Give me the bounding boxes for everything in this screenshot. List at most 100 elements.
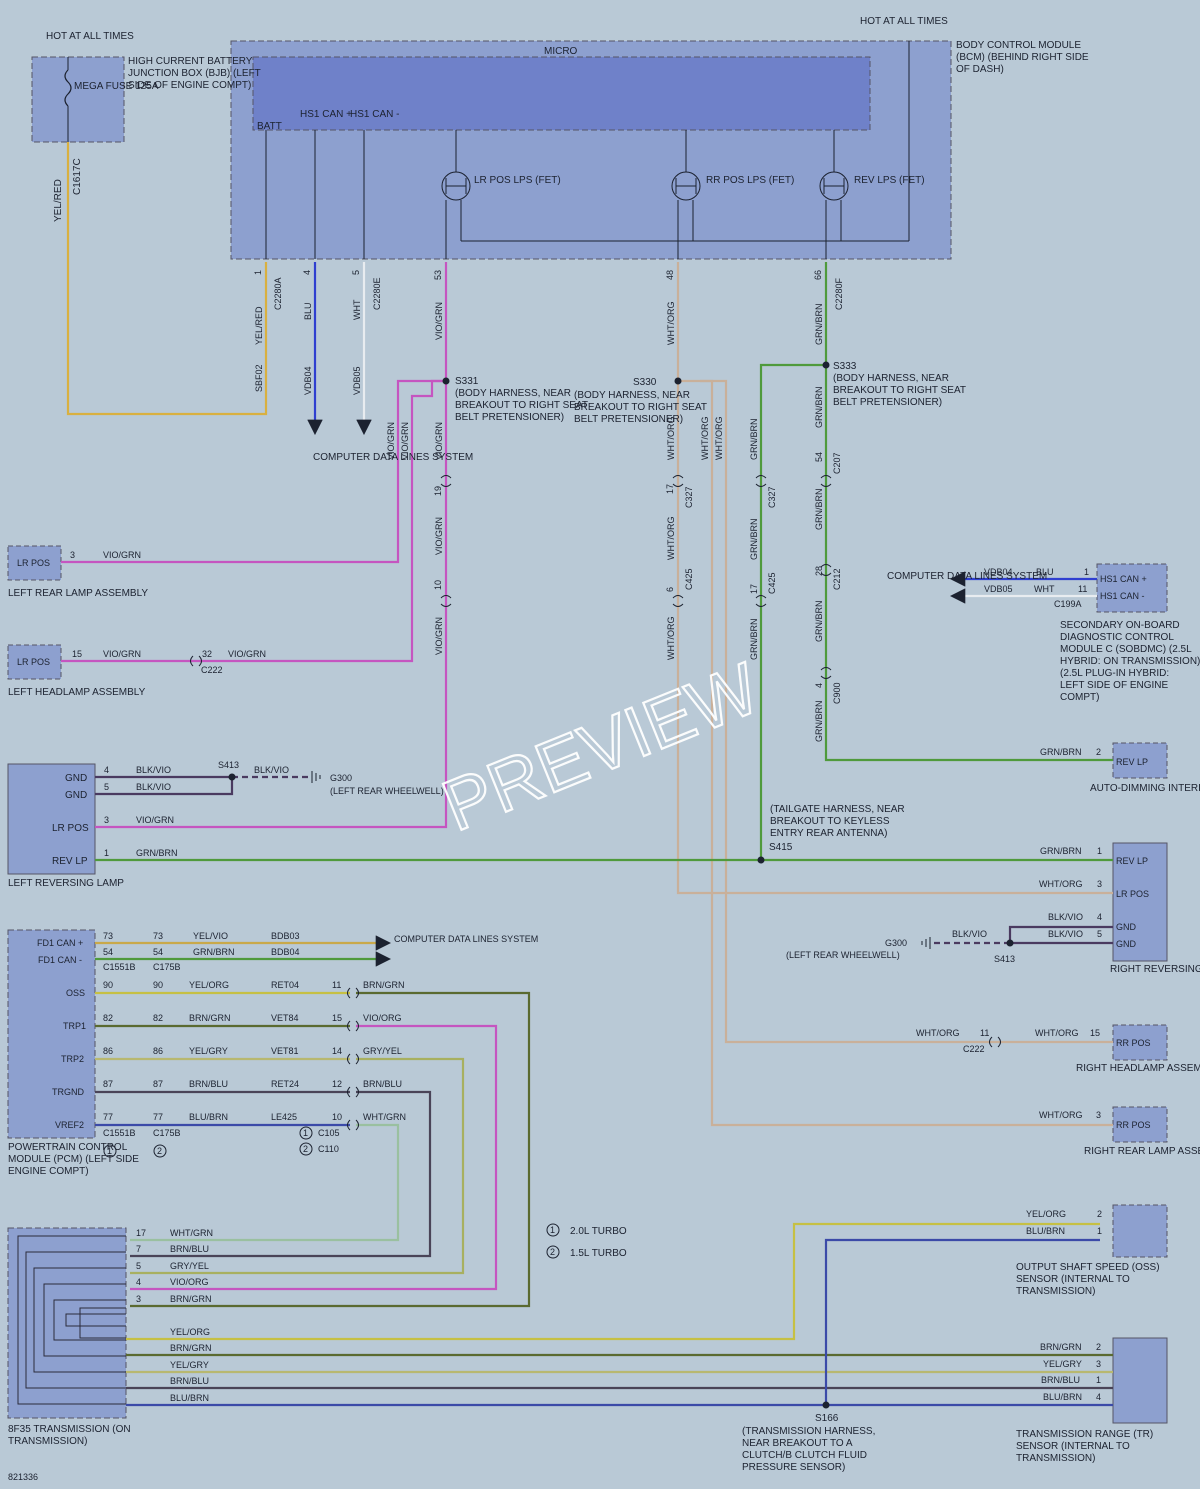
sobdmc-pin1: 1 <box>1084 567 1089 577</box>
s166-desc: (TRANSMISSION HARNESS,NEAR BREAKOUT TO A… <box>742 1426 875 1473</box>
trans-wire5: GRY/YEL <box>170 1261 209 1271</box>
vdb04-label: VDB04 <box>303 366 313 395</box>
pcm-w3-12: BRN/BLU <box>363 1079 402 1089</box>
trans-pin7: 7 <box>136 1244 141 1254</box>
circle-num-2b: 2 <box>303 1144 308 1154</box>
rrl-pin3: 3 <box>1097 879 1102 889</box>
splice-s413-right-dot <box>1006 939 1014 947</box>
mirror-pin: 2 <box>1096 747 1101 757</box>
rrl-revlp: REV LP <box>1116 856 1148 866</box>
figure-id: 821336 <box>8 1472 38 1482</box>
grn-brn-vlabel-2: GRN/BRN <box>814 386 824 428</box>
fet-rev-icon <box>819 171 849 201</box>
wht-org-vlabel-6: WHT/ORG <box>714 417 724 461</box>
rrl-wire5: BLK/VIO <box>1048 929 1083 939</box>
splice-s413-left-dot <box>228 773 236 781</box>
pcm-c1551b-bot: C1551B <box>103 1128 136 1138</box>
rrl-title: RIGHT REVERSING LAMP <box>1110 964 1200 975</box>
rhl-c222-pin: 11 <box>980 1028 989 1038</box>
c1617c-label: C1617C <box>72 158 83 195</box>
lrl-wire4: BLK/VIO <box>136 765 171 775</box>
c425-pin10: 10 <box>433 580 443 590</box>
left-headlamp-c222: C222 <box>201 665 223 675</box>
s413-right-wire: BLK/VIO <box>952 929 987 939</box>
grn-brn-vlabel-6: GRN/BRN <box>749 418 759 460</box>
pcm-c-90: RET04 <box>271 980 299 990</box>
c2280a-label: C2280A <box>273 277 283 310</box>
right-headlamp-box <box>1112 1024 1168 1061</box>
oss-wire1: BLU/BRN <box>1026 1226 1065 1236</box>
wire-vio-org-4 <box>130 1024 498 1291</box>
pcm-w3-11: BRN/GRN <box>363 980 405 990</box>
rrl-wire3: WHT/ORG <box>1039 879 1083 889</box>
c900-label: C900 <box>832 682 842 704</box>
vio-grn-vlabel-6: VIO/GRN <box>400 422 410 460</box>
wht-org-vlabel-5: WHT/ORG <box>700 417 710 461</box>
wht-org-vlabel-3: WHT/ORG <box>666 517 676 561</box>
bcm-internal-lines <box>265 41 910 259</box>
sobdmc-wht: WHT <box>1034 584 1055 594</box>
mirror-label: REV LP <box>1116 757 1148 767</box>
lrl-title: LEFT REVERSING LAMP <box>8 878 124 889</box>
rrl-pin5: 5 <box>1097 929 1102 939</box>
pcm-w-82: BRN/GRN <box>189 1013 231 1023</box>
left-headlamp-c222-pin: 32 <box>202 649 212 659</box>
pcm-p3-12: 12 <box>332 1079 342 1089</box>
pcm-c-86: VET81 <box>271 1046 299 1056</box>
g300-left-label: G300 <box>330 773 352 783</box>
pcm-trp2: TRP2 <box>61 1054 84 1064</box>
pcm-w-73: YEL/VIO <box>193 931 228 941</box>
lrl-gnd2-label: GND <box>65 790 87 801</box>
c212-label: C212 <box>832 568 842 590</box>
grn-brn-vlabel-7: GRN/BRN <box>749 518 759 560</box>
wire-blu-brn-oss <box>824 1238 1100 1405</box>
trans-wire17: WHT/GRN <box>170 1228 213 1238</box>
fet-lr-pos-icon <box>441 171 471 201</box>
rhl-wire: WHT/ORG <box>1035 1028 1079 1038</box>
bcm-pin-5: 5 <box>351 270 361 275</box>
left-headlamp-box <box>7 644 62 680</box>
splice-s166-dot <box>822 1401 830 1409</box>
bcm-pin-53: 53 <box>433 270 443 280</box>
pcm-p2-77: 77 <box>153 1112 163 1122</box>
sobdmc-vdb04: VDB04 <box>984 567 1013 577</box>
pcm-c-77: LE425 <box>271 1112 297 1122</box>
pcm-fd1-can-plus: FD1 CAN + <box>37 938 83 948</box>
s331-label: S331 <box>455 376 479 387</box>
wire-vio-grn-trunk <box>95 262 448 829</box>
sobdmc-can-plus: HS1 CAN + <box>1100 574 1147 584</box>
pcm-p2-73: 73 <box>153 931 163 941</box>
c327-label-wo: C327 <box>684 486 694 508</box>
fuse-symbol <box>64 69 72 107</box>
bcm-pin-66: 66 <box>813 270 823 280</box>
oss-pin2: 2 <box>1097 1209 1102 1219</box>
pcm-c-73: BDB03 <box>271 931 300 941</box>
vio-grn-vlabel-5: VIO/GRN <box>386 422 396 460</box>
tr-pin1: 1 <box>1096 1375 1101 1385</box>
hs1-can-plus-label: HS1 CAN + <box>300 109 352 120</box>
trans-lower-2: YEL/GRY <box>170 1360 209 1370</box>
left-headlamp-pin: 15 <box>72 649 82 659</box>
yel-red-label-left: YEL/RED <box>53 179 64 222</box>
wire-yel-org-lower <box>126 1222 1100 1341</box>
trans-pin17: 17 <box>136 1228 146 1238</box>
left-reversing-lamp-box <box>7 763 96 875</box>
note-2-num: 2 <box>550 1247 555 1257</box>
pcm-p2-90: 90 <box>153 980 163 990</box>
preview-watermark: PREVIEW <box>432 648 770 847</box>
s413-left-wire: BLK/VIO <box>254 765 289 775</box>
sobdmc-c199a: C199A <box>1054 599 1082 609</box>
tr-pin3: 3 <box>1096 1359 1101 1369</box>
left-rear-lamp-title: LEFT REAR LAMP ASSEMBLY <box>8 588 148 599</box>
ground-icon-right <box>921 937 931 949</box>
g300-right-desc: (LEFT REAR WHEELWELL) <box>786 950 900 960</box>
bcm-pin-48: 48 <box>665 270 675 280</box>
lrl-lrpos-label: LR POS <box>52 823 89 834</box>
trans-lower-1: BRN/GRN <box>170 1343 212 1353</box>
hot-label-right: HOT AT ALL TIMES <box>860 16 948 27</box>
grn-brn-vlabel-4: GRN/BRN <box>814 600 824 642</box>
oss-title: OUTPUT SHAFT SPEED (OSS)SENSOR (INTERNAL… <box>1016 1262 1160 1297</box>
pcm-p1-82: 82 <box>103 1013 113 1023</box>
